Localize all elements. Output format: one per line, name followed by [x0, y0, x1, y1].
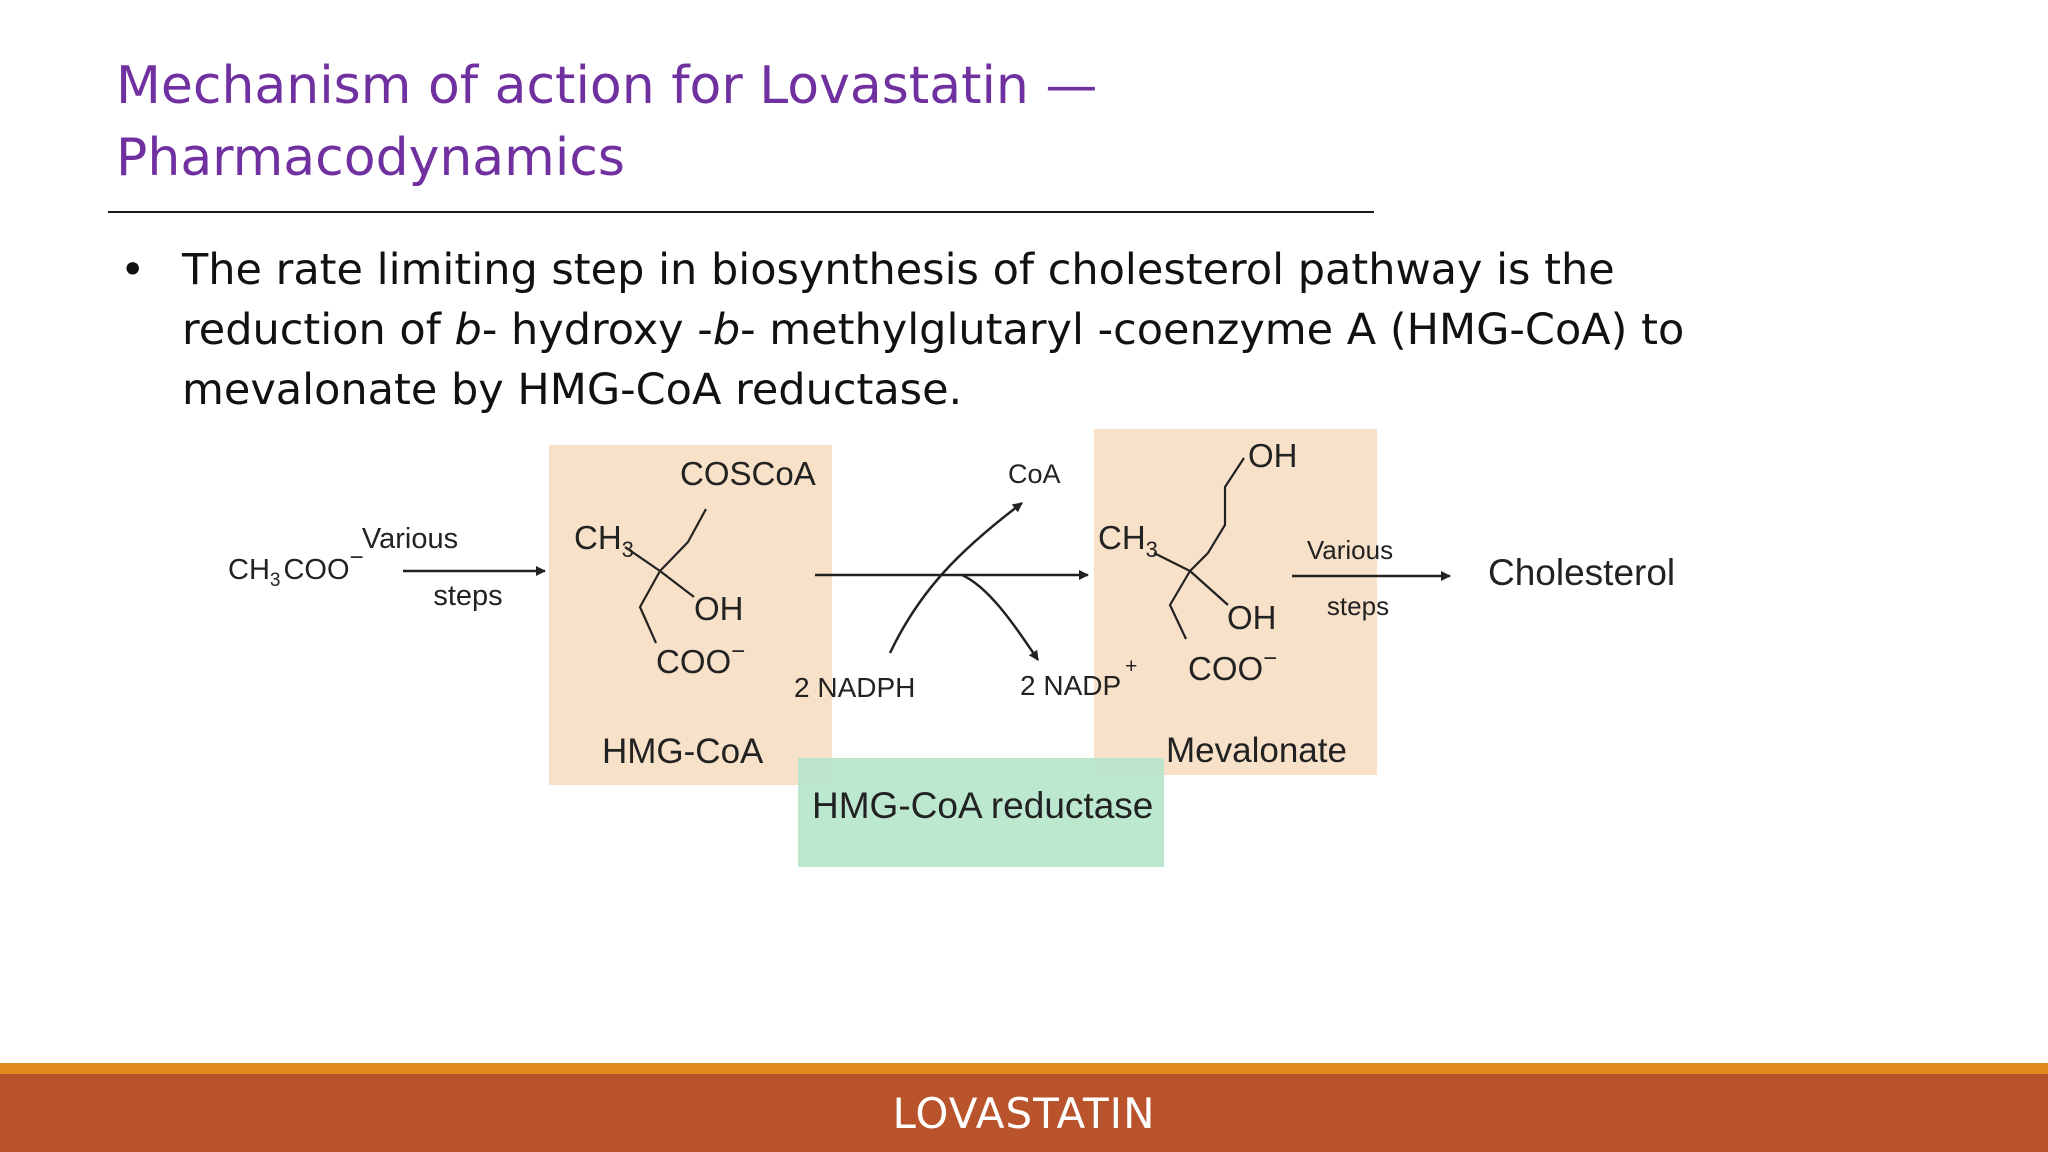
step2-label-top: Various	[1307, 535, 1393, 565]
hmg-coa-highlight-box	[549, 445, 832, 785]
hmg-hydroxyl-label: OH	[694, 590, 744, 627]
cholesterol-label: Cholesterol	[1488, 552, 1675, 593]
step1-label-top: Various	[362, 523, 458, 555]
bullet-italic-b-1: b	[454, 305, 482, 355]
bullet-text-part-2: - hydroxy -	[481, 305, 713, 355]
footer-bar: LOVASTATIN	[0, 1074, 2048, 1152]
mevalonate-carboxylate-label: COO−	[1188, 645, 1277, 687]
bullet-italic-b-2: b	[712, 305, 741, 355]
bullet-marker: •	[120, 245, 146, 295]
bullet-text: The rate limiting step in biosynthesis o…	[182, 240, 1822, 420]
hmg-carboxylate-label: COO−	[656, 638, 745, 680]
nadph-label: 2 NADPH	[794, 672, 915, 703]
title-divider	[108, 211, 1374, 213]
hmg-coscoa-label: COSCoA	[680, 455, 816, 492]
mevalonate-bonds	[1153, 457, 1245, 640]
slide-title-line-2: Pharmacodynamics	[116, 128, 625, 188]
mevalonate-hydroxyl-label: OH	[1227, 599, 1277, 636]
footer-label: LOVASTATIN	[892, 1088, 1156, 1138]
mevalonate-methyl-label: CH3	[1098, 519, 1158, 562]
enzyme-label: HMG-CoA reductase	[812, 785, 1153, 826]
bullet-text-part-1: The rate limiting step in biosynthesis o…	[182, 245, 1615, 355]
hmg-bonds	[624, 508, 707, 644]
hmg-coa-name: HMG-CoA	[602, 732, 764, 771]
mevalonate-top-hydroxyl-label: OH	[1248, 437, 1298, 474]
step1-label-bottom: steps	[433, 580, 502, 612]
footer-accent-line	[0, 1063, 2048, 1074]
coa-label: CoA	[1008, 459, 1061, 489]
mevalonate-highlight-box	[1094, 429, 1377, 775]
coa-curve-arrow	[961, 573, 1040, 661]
bullet-text-part-3: - methylglutaryl -coenzyme A (HMG-CoA) t…	[182, 305, 1685, 415]
nadph-curve-arrow	[888, 502, 1023, 654]
step2-label-bottom: steps	[1327, 591, 1389, 621]
mevalonate-name: Mevalonate	[1166, 731, 1347, 770]
nadp-label: 2 NADP+	[1020, 655, 1137, 701]
slide-title: Mechanism of action for Lovastatin — Pha…	[116, 50, 1366, 194]
enzyme-highlight-box	[798, 758, 1164, 867]
slide-title-line-1: Mechanism of action for Lovastatin —	[116, 56, 1098, 116]
